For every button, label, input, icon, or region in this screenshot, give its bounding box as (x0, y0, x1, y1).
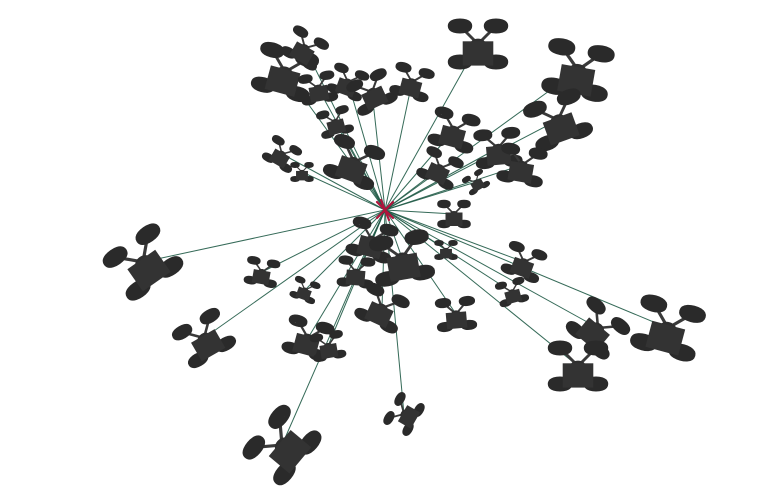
drone-icon (284, 28, 326, 68)
drone-icon (464, 170, 489, 193)
drone-icon (438, 299, 473, 329)
drone-icon (440, 203, 468, 225)
drone-icon (176, 311, 232, 364)
tether-line (384, 81, 413, 211)
drone-icon (636, 299, 701, 357)
drone-icon (340, 258, 372, 285)
drone-icon (358, 286, 406, 331)
drone-icon (436, 242, 455, 258)
drone-icon (292, 164, 311, 180)
drone-icon (419, 149, 460, 187)
tether-line (281, 153, 386, 211)
tether-line (304, 209, 386, 291)
drone-icon (108, 228, 179, 296)
drone-icon (393, 65, 432, 100)
tether-line (301, 171, 386, 211)
tether-line (384, 209, 455, 215)
tether-line (384, 209, 525, 263)
drone-icon (386, 395, 423, 434)
tether-line (384, 209, 457, 315)
drone-icon (497, 279, 526, 305)
tether-line (384, 119, 559, 211)
tether-line (203, 209, 386, 339)
drone-icon (292, 278, 319, 302)
drone-icon (327, 138, 381, 187)
drone-icon (246, 259, 277, 286)
drone-icon (247, 409, 317, 480)
tether-line (384, 43, 479, 211)
drone-group (108, 24, 701, 481)
hub-marker (375, 198, 395, 222)
drone-icon (528, 93, 588, 148)
drone-icon (453, 24, 503, 64)
drone-icon (431, 110, 476, 150)
tether-line (142, 209, 386, 263)
drone-icon (547, 43, 609, 97)
drone-icon (319, 108, 351, 137)
tether-line (384, 181, 477, 211)
drone-icon (553, 346, 603, 386)
